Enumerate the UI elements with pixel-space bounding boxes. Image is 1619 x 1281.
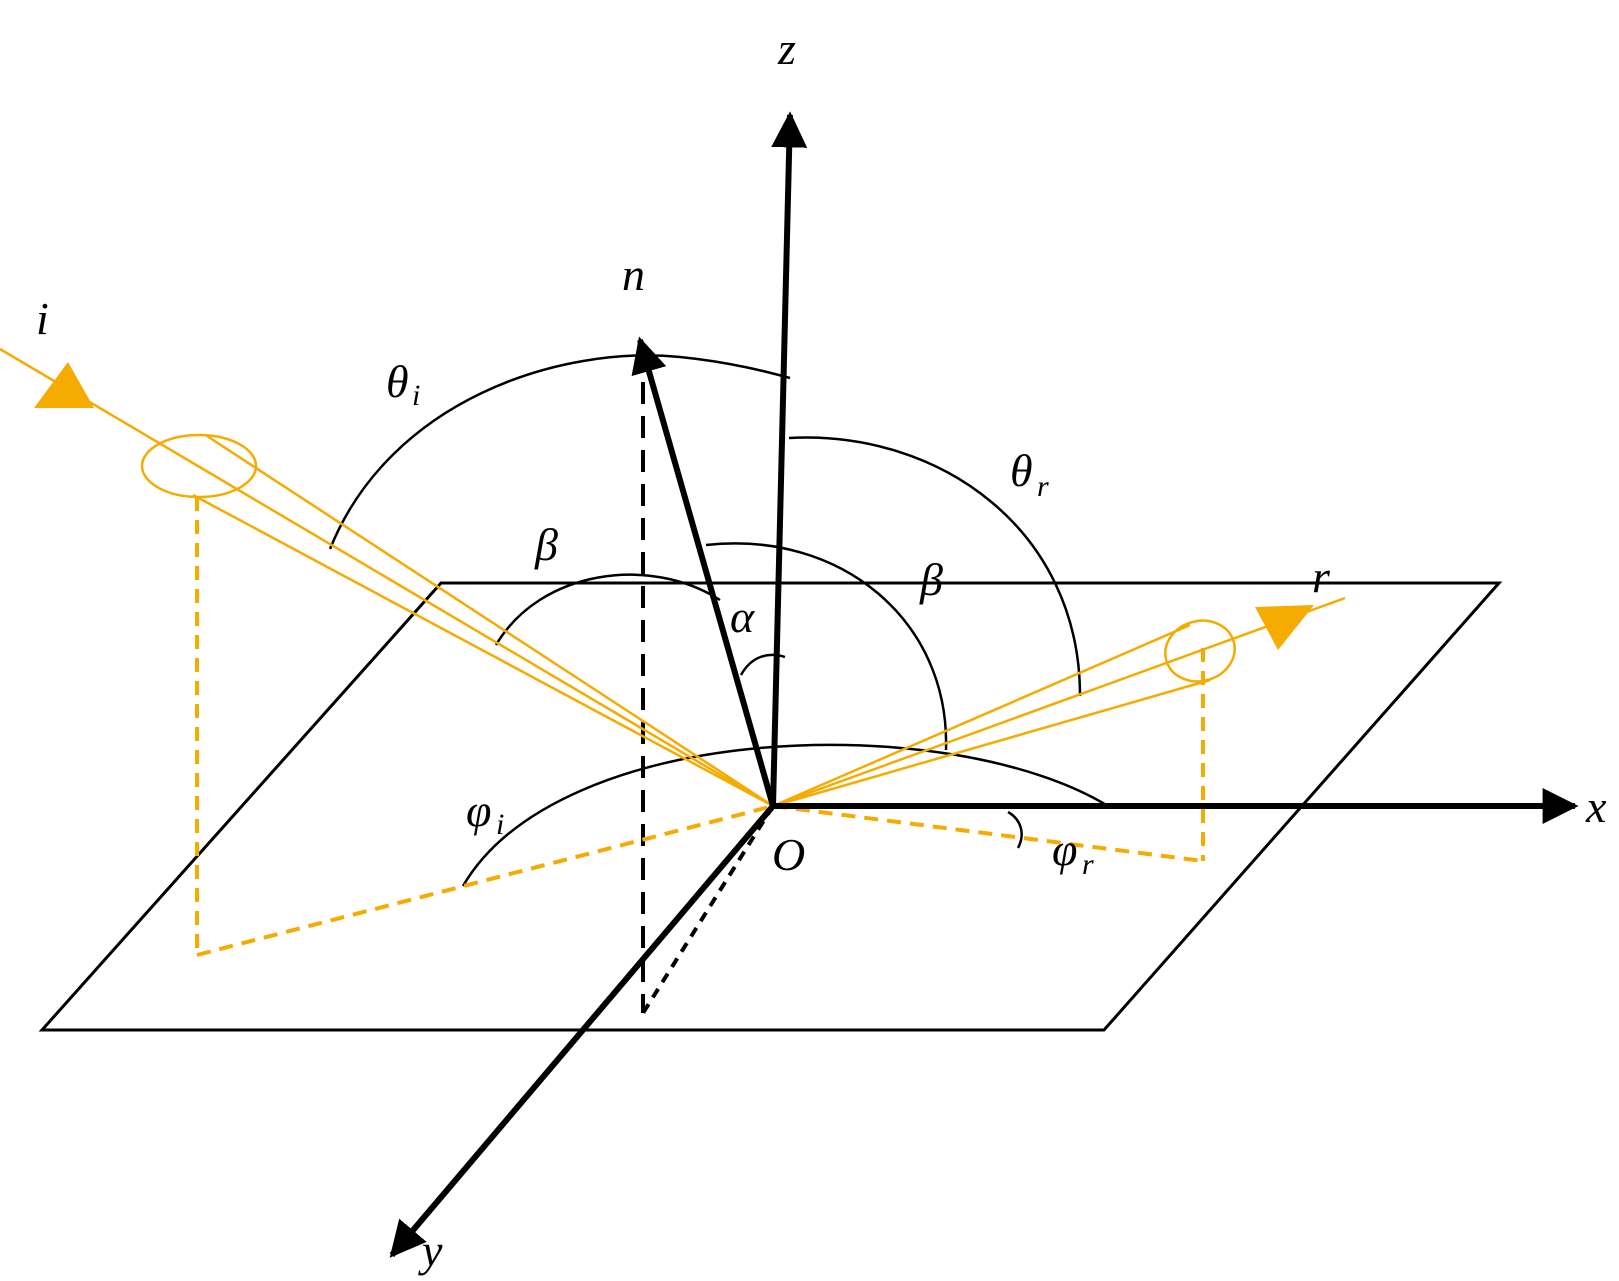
phi-i-arc [461, 743, 1109, 887]
phi-r-label: φ r [1052, 824, 1094, 881]
reflected-arrowhead [1255, 605, 1314, 650]
incident-beam-edge-bottom [192, 493, 774, 808]
theta-r-symbol: θ [1010, 445, 1033, 496]
incident-ray [0, 347, 774, 808]
phi-i-subscript: i [496, 808, 504, 841]
theta-r-label: θ r [1010, 445, 1049, 503]
normal-foot-dashed [641, 804, 775, 1015]
beta-r-arc [705, 542, 948, 751]
y-axis [389, 804, 776, 1258]
incident-label: i [36, 293, 49, 344]
phi-r-arc [1007, 810, 1023, 849]
theta-r-subscript: r [1037, 470, 1049, 503]
incident-arrowhead [34, 362, 94, 408]
reflected-beam-ellipse [1164, 619, 1236, 683]
normal-vector [631, 336, 776, 807]
surface-plane [38, 581, 1503, 1032]
beta-r-label: β [919, 554, 943, 605]
z-axis [770, 111, 808, 807]
theta-i-label: θ i [386, 356, 420, 412]
alpha-arc [739, 653, 786, 676]
normal-label: n [622, 249, 645, 300]
reflected-ray [772, 596, 1346, 808]
origin-label: O [772, 829, 805, 880]
alpha-label: α [730, 591, 755, 642]
beta-i-arc [494, 573, 721, 646]
theta-i-subscript: i [412, 379, 420, 412]
phi-i-label: φ i [466, 785, 504, 841]
theta-i-arc [328, 354, 791, 550]
y-axis-label: y [418, 1225, 443, 1276]
beta-i-label: β [534, 519, 558, 570]
reflected-label: r [1312, 551, 1331, 602]
reflected-beam-edge-bottom [772, 678, 1211, 808]
reflected-projection-ground [772, 804, 1204, 863]
theta-i-symbol: θ [386, 356, 409, 407]
reflected-beam-edge-top [772, 623, 1191, 808]
phi-i-symbol: φ [466, 785, 491, 836]
phi-r-subscript: r [1082, 848, 1094, 881]
theta-r-arc [788, 436, 1082, 697]
incident-projection-ground [196, 804, 774, 957]
x-axis-label: x [1585, 781, 1607, 832]
z-axis-label: z [777, 23, 796, 74]
phi-r-symbol: φ [1052, 824, 1077, 875]
incident-beam-edge-top [206, 434, 774, 808]
